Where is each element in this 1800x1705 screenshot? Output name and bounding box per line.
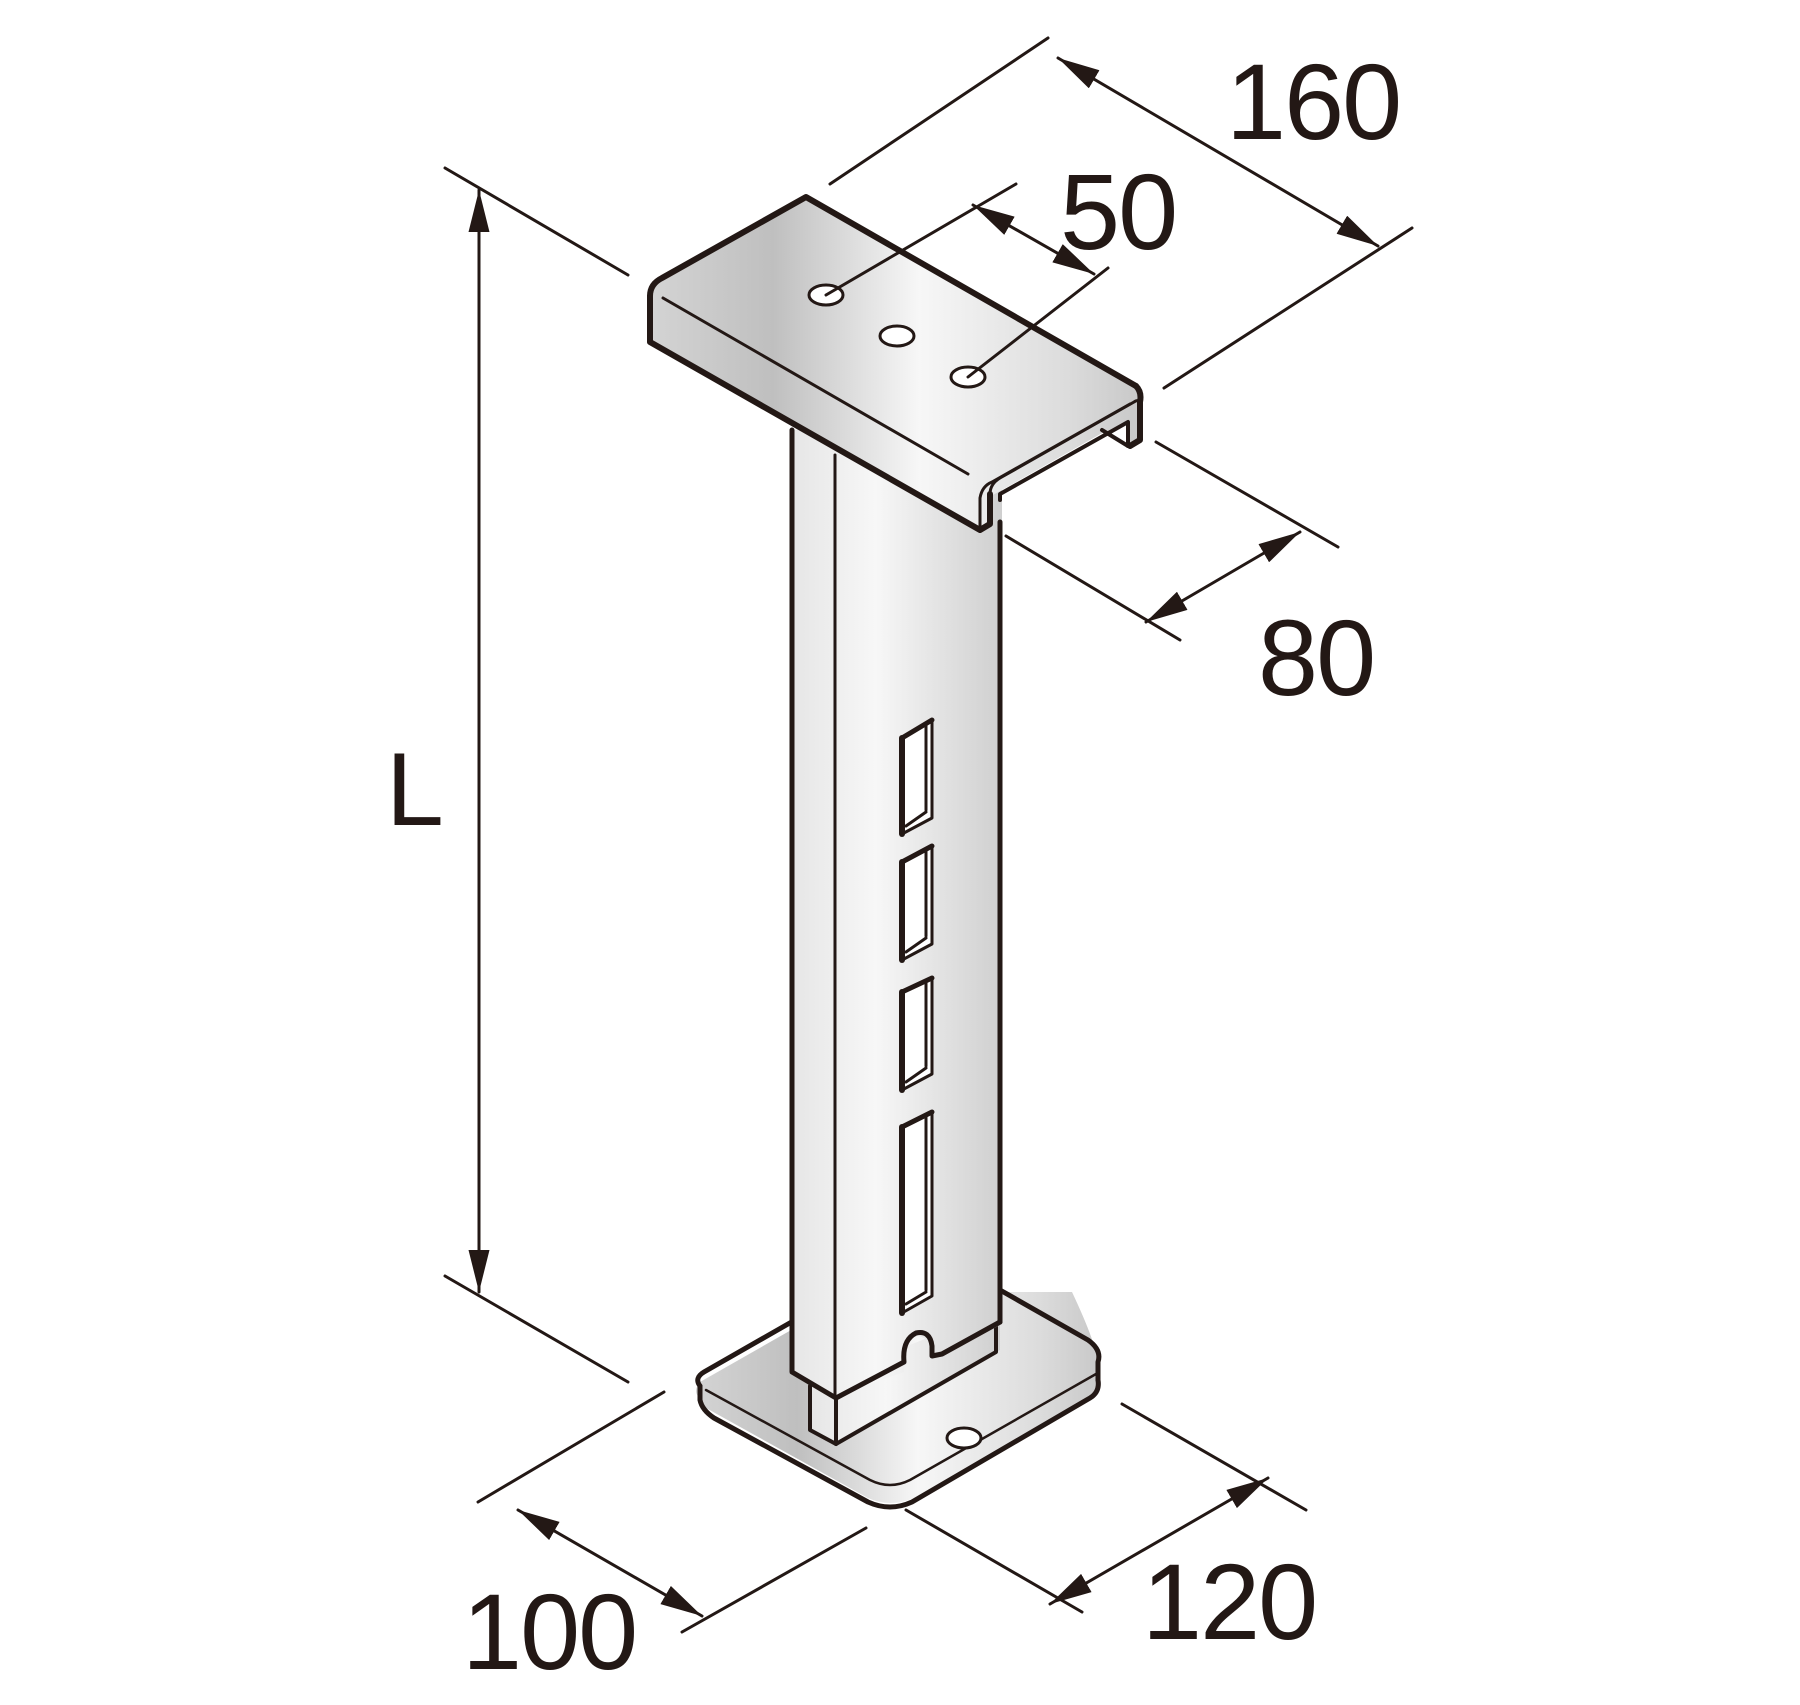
top-plate-hole-center xyxy=(878,324,916,348)
column-slot-long xyxy=(899,1109,935,1316)
label-L: L xyxy=(386,732,444,848)
base-plate-hole xyxy=(945,1426,983,1450)
label-120: 120 xyxy=(1142,1541,1318,1662)
top-plate xyxy=(647,194,1144,533)
label-160: 160 xyxy=(1226,41,1402,162)
dimension-L xyxy=(443,166,630,1384)
column-slot xyxy=(899,975,935,1093)
column-slot xyxy=(899,843,935,963)
label-50: 50 xyxy=(1060,151,1178,272)
label-100: 100 xyxy=(462,1571,638,1692)
dimension-160 xyxy=(828,36,1414,390)
label-80: 80 xyxy=(1258,597,1376,718)
column-slot xyxy=(899,717,935,837)
dimension-80 xyxy=(1004,440,1340,642)
dimension-120 xyxy=(904,1402,1308,1614)
dimension-100 xyxy=(476,1390,868,1634)
dimension-50 xyxy=(824,182,1110,379)
column xyxy=(789,420,1003,1446)
